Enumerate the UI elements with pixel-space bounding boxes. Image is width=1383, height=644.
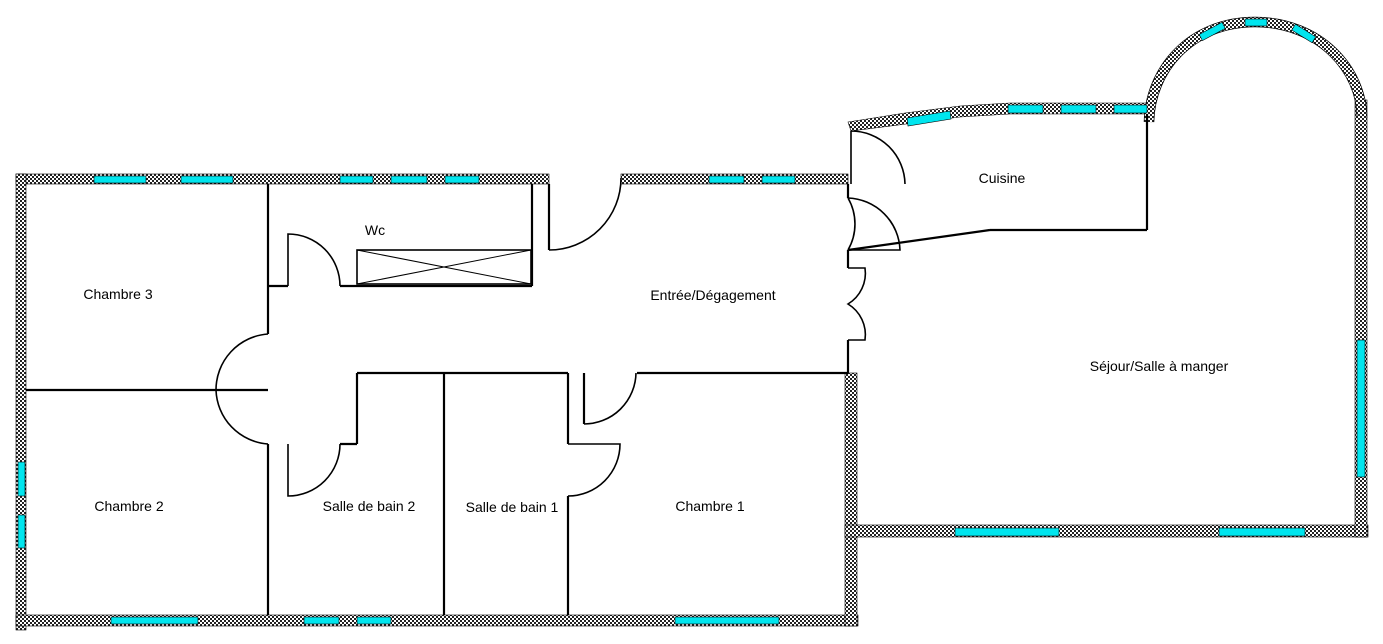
door-sdb1 (567, 443, 621, 497)
wall (847, 228, 991, 252)
window (1113, 104, 1148, 114)
window (906, 110, 952, 127)
door-chambre1 (583, 372, 637, 425)
door-entrance (548, 177, 622, 251)
wall-chambre1-right (844, 372, 858, 627)
door-wc (287, 233, 341, 287)
window (1356, 339, 1366, 478)
window (674, 616, 780, 625)
window (356, 616, 392, 625)
window (444, 175, 480, 184)
label-salle-de-bain-2: Salle de bain 2 (323, 498, 416, 514)
cabinet-cross (356, 249, 532, 285)
door-sejour (846, 267, 867, 341)
door-chambres (215, 333, 269, 445)
door-sdb2 (287, 443, 341, 497)
interior-walls (26, 114, 1149, 615)
label-sejour: Séjour/Salle à manger (1090, 358, 1229, 374)
room-labels: Chambre 3 Wc Entrée/Dégagement Cuisine S… (83, 170, 1228, 515)
window (1244, 18, 1268, 27)
label-chambre-3: Chambre 3 (83, 286, 152, 302)
window (1060, 104, 1097, 114)
window (390, 175, 428, 184)
wall-left (15, 173, 27, 631)
window (708, 175, 745, 184)
window (17, 514, 26, 549)
exterior-walls (15, 16, 1369, 631)
window (761, 175, 796, 184)
label-salle-de-bain-1: Salle de bain 1 (466, 499, 559, 515)
wall-bay (1144, 17, 1367, 123)
wc-cabinet (356, 249, 532, 285)
window (1007, 104, 1044, 114)
wall-bottom (15, 614, 859, 627)
window (303, 616, 340, 625)
window (339, 175, 374, 184)
window (110, 616, 199, 625)
label-chambre-1: Chambre 1 (675, 498, 744, 514)
door-cuisine (847, 197, 901, 251)
window (93, 175, 147, 184)
windows (17, 18, 1366, 625)
window (954, 527, 1060, 537)
label-wc: Wc (365, 222, 385, 238)
label-cuisine: Cuisine (979, 170, 1026, 186)
wall-cuisine-top (847, 102, 1148, 132)
label-entree: Entrée/Dégagement (650, 287, 775, 303)
label-chambre-2: Chambre 2 (94, 498, 163, 514)
window (17, 461, 26, 497)
wall-bay-outline (1143, 16, 1368, 123)
window (1291, 23, 1317, 44)
door-cuisine-top (850, 130, 906, 185)
window (1218, 527, 1306, 537)
window (180, 175, 234, 184)
window (1198, 21, 1226, 42)
doors (215, 130, 906, 497)
